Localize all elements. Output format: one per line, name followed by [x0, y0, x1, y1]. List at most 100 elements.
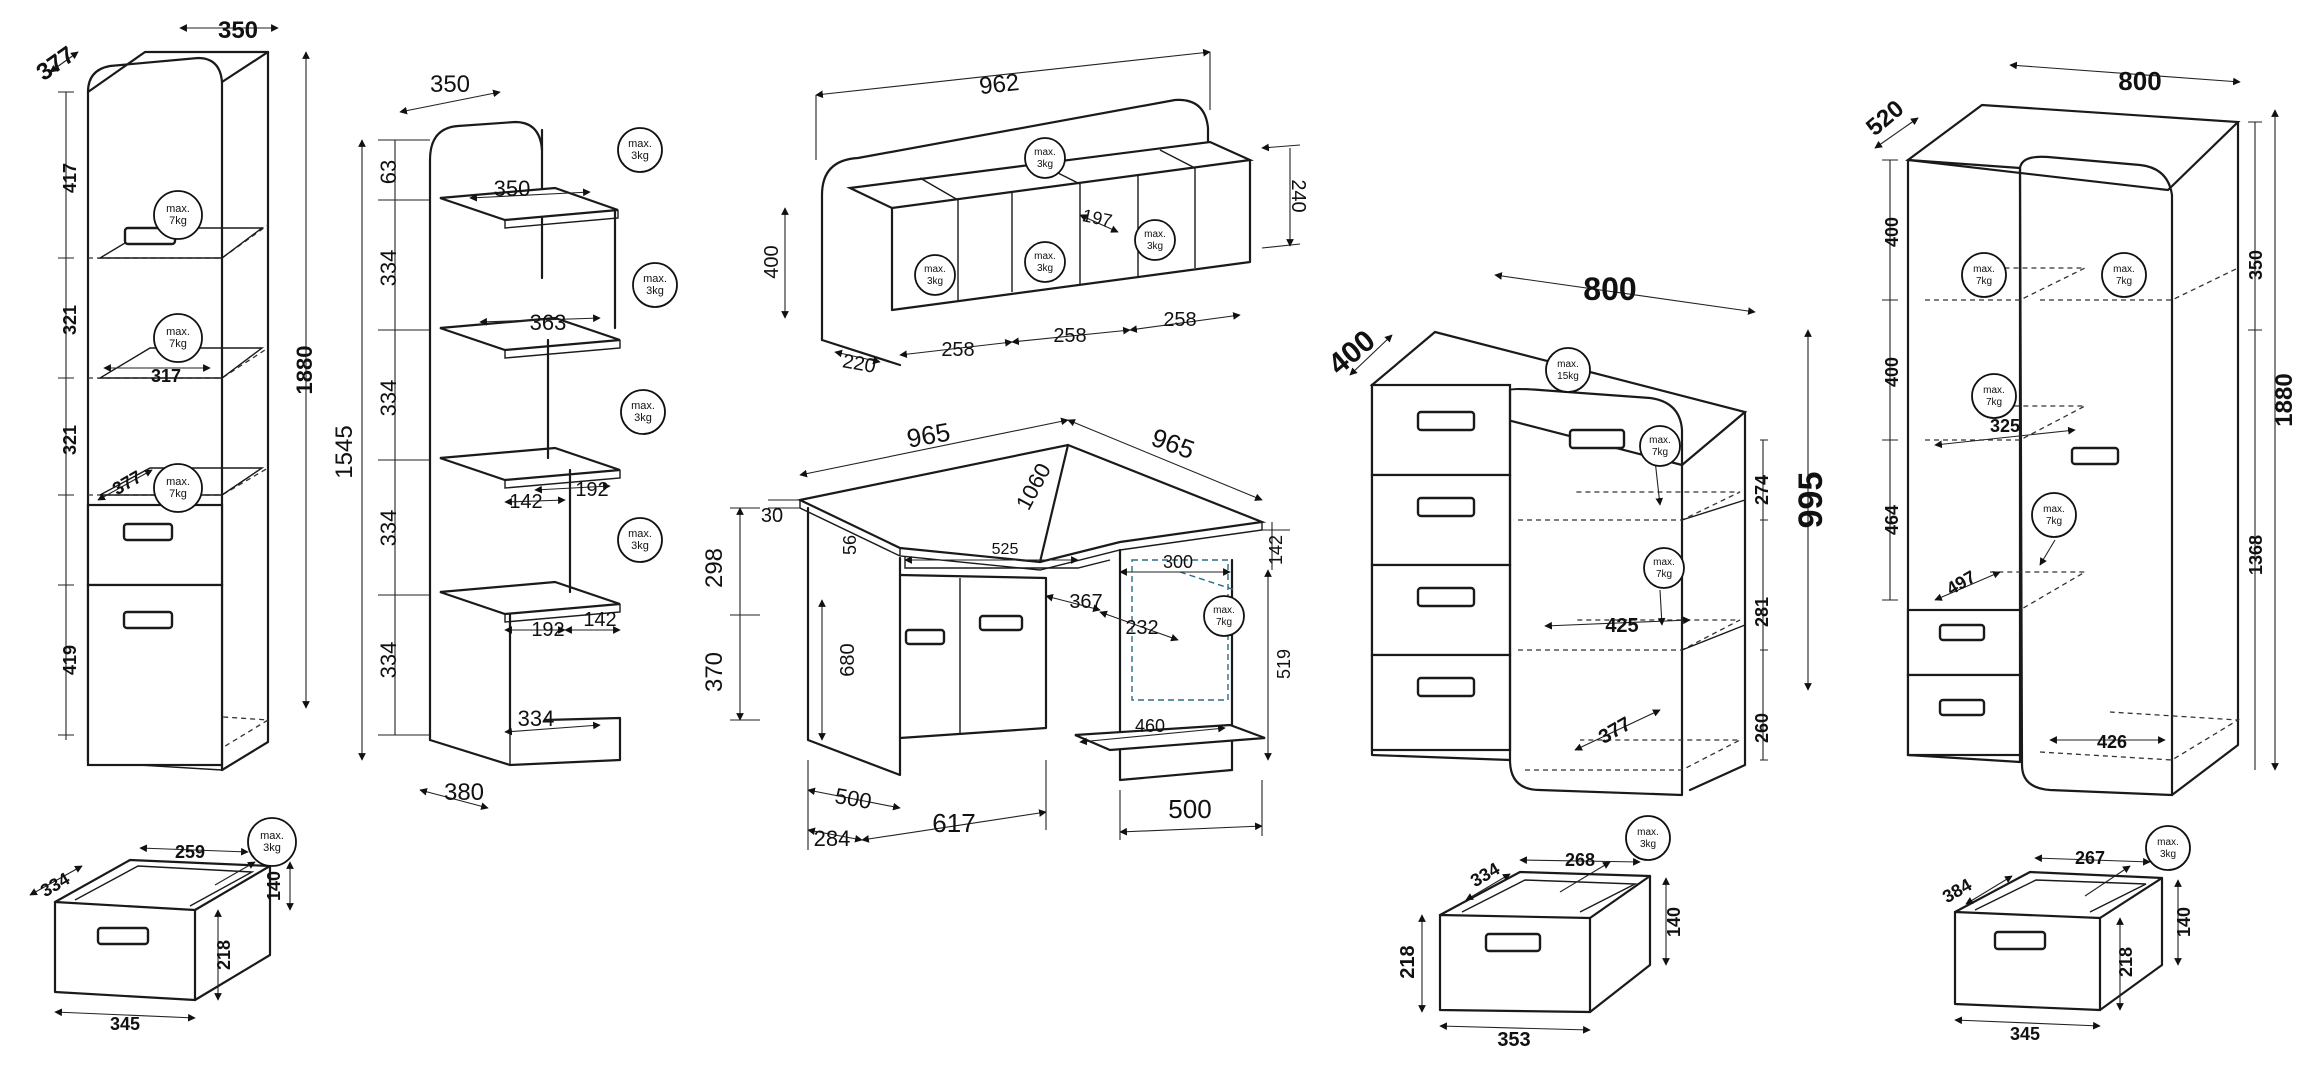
dim-label: 321	[60, 305, 80, 335]
svg-text:7kg: 7kg	[2116, 276, 2132, 287]
svg-text:max.: max.	[1653, 557, 1675, 568]
dim-label: 140	[264, 871, 284, 901]
dim-label: 419	[60, 645, 80, 675]
svg-text:3kg: 3kg	[631, 150, 649, 162]
dim-label: 197	[1080, 205, 1114, 231]
svg-text:max.: max.	[631, 400, 655, 412]
svg-text:15kg: 15kg	[1557, 371, 1579, 382]
svg-text:3kg: 3kg	[646, 285, 664, 297]
dim-label: 218	[1397, 945, 1419, 978]
dim-label: 142	[509, 491, 542, 513]
weight-badge: max. 7kg	[1643, 547, 1685, 589]
dim-label: 519	[1274, 649, 1294, 679]
svg-text:max.: max.	[1983, 385, 2005, 396]
dim-label: 281	[1752, 597, 1772, 627]
dim-label: 965	[904, 417, 952, 454]
dim-label: 334	[376, 250, 401, 287]
weight-badge: max. 7kg	[1971, 373, 2017, 419]
dim-label: 500	[1168, 794, 1211, 824]
chest-drawer: 334 268 140 218 353 max. 3kg	[1397, 815, 1684, 1051]
weight-badge: max. 7kg	[2031, 492, 2077, 538]
svg-text:3kg: 3kg	[263, 842, 281, 854]
dim-label: 334	[518, 706, 555, 731]
dim-label: 400	[761, 245, 783, 278]
dim-label: 345	[2010, 1024, 2040, 1044]
dim-label: 218	[2116, 947, 2136, 977]
weight-badge: max. 7kg	[1639, 425, 1681, 467]
svg-text:3kg: 3kg	[1640, 839, 1656, 850]
dim-label: 334	[376, 510, 401, 547]
svg-text:max.: max.	[2113, 264, 2135, 275]
svg-text:max.: max.	[2043, 504, 2065, 515]
dim-label: 63	[376, 160, 401, 184]
dim-label: 353	[1497, 1029, 1530, 1051]
weight-badge: max. 7kg	[153, 463, 203, 513]
dim-label: 350	[218, 17, 258, 44]
svg-text:3kg: 3kg	[2160, 849, 2176, 860]
svg-text:7kg: 7kg	[1986, 397, 2002, 408]
svg-text:max.: max.	[1973, 264, 1995, 275]
dim-label: 400	[1882, 217, 1902, 247]
svg-text:7kg: 7kg	[1216, 617, 1232, 628]
dim-label: 192	[575, 479, 608, 501]
dim-label: 800	[1583, 271, 1636, 307]
weight-badge: max. 3kg	[914, 254, 956, 296]
dim-label: 220	[841, 350, 878, 377]
weight-badge: max. 3kg	[1625, 815, 1671, 861]
dim-label: 142	[1266, 535, 1286, 565]
dim-label: 321	[60, 425, 80, 455]
dim-label: 260	[1752, 713, 1772, 743]
dim-label: 617	[932, 808, 975, 838]
dim-label: 350	[2246, 250, 2266, 280]
dim-label: 370	[701, 652, 728, 692]
dim-label: 1880	[292, 346, 317, 395]
svg-text:3kg: 3kg	[1037, 263, 1053, 274]
svg-text:3kg: 3kg	[634, 412, 652, 424]
weight-badge: max. 7kg	[153, 313, 203, 363]
dim-label: 500	[833, 783, 874, 814]
dim-label: 258	[941, 339, 974, 361]
svg-text:max.: max.	[166, 476, 190, 488]
svg-text:7kg: 7kg	[1656, 569, 1672, 580]
dim-label: 30	[761, 505, 783, 527]
dim-label: 298	[701, 548, 728, 588]
dim-label: 345	[110, 1014, 140, 1034]
svg-text:max.: max.	[2157, 837, 2179, 848]
corner-desk: 965 965 30 1060 56 525 298 300 142 367 2…	[701, 417, 1294, 851]
dim-label: 962	[978, 69, 1021, 100]
dim-label: 334	[376, 642, 401, 679]
dim-label: 680	[837, 643, 859, 676]
svg-text:3kg: 3kg	[927, 276, 943, 287]
dim-label: 965	[1148, 422, 1199, 465]
dim-label: 1368	[2246, 535, 2266, 575]
dim-label: 995	[1792, 472, 1830, 529]
dim-label: 1545	[331, 425, 358, 478]
dim-label: 142	[583, 609, 616, 631]
weight-badge: max. 7kg	[1203, 595, 1245, 637]
svg-text:7kg: 7kg	[169, 215, 187, 227]
weight-badge: max. 15kg	[1545, 347, 1591, 393]
dim-label: 400	[1322, 324, 1382, 381]
weight-badge: max. 3kg	[1134, 219, 1176, 261]
weight-badge: max. 7kg	[2101, 252, 2147, 298]
dim-label: 350	[430, 71, 470, 98]
dim-label: 377	[109, 467, 145, 499]
svg-text:max.: max.	[1034, 147, 1056, 158]
dim-label: 800	[2118, 66, 2161, 96]
svg-text:7kg: 7kg	[1652, 447, 1668, 458]
weight-badge: max. 3kg	[1024, 137, 1066, 179]
weight-badge: max. 3kg	[617, 127, 663, 173]
svg-text:3kg: 3kg	[1147, 241, 1163, 252]
dim-label: 56	[840, 535, 860, 555]
dim-label: 380	[444, 779, 484, 806]
dim-label: 417	[60, 163, 80, 193]
chest-of-drawers: 800 400 995 274 281 260 425 377 max. 15k…	[1322, 271, 1830, 797]
weight-badge: max. 3kg	[2145, 825, 2191, 871]
svg-text:max.: max.	[1637, 827, 1659, 838]
dim-label: 258	[1053, 325, 1086, 347]
weight-badge: max. 7kg	[153, 190, 203, 240]
svg-text:max.: max.	[643, 273, 667, 285]
dim-label: 218	[214, 940, 234, 970]
dim-label: 464	[1882, 505, 1902, 535]
